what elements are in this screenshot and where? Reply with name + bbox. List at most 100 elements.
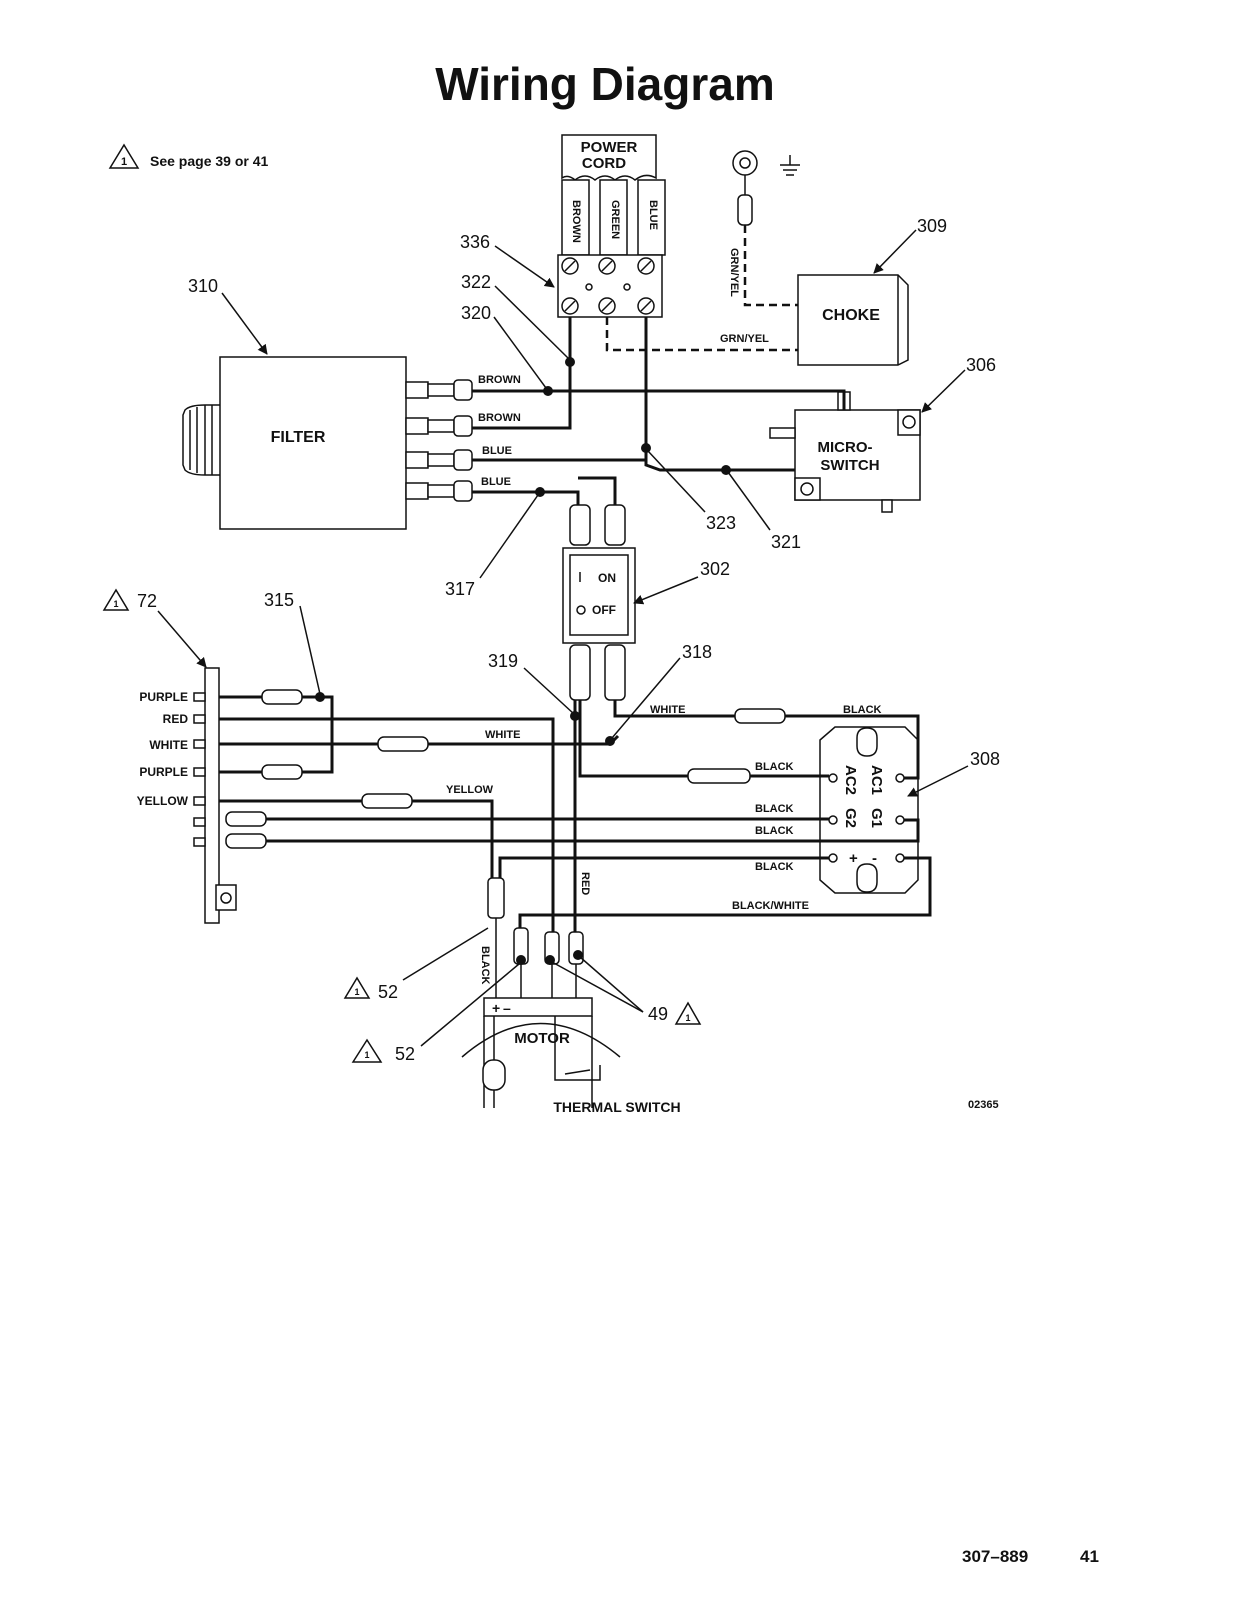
bridge-plus-label: + xyxy=(849,850,858,867)
wire-label-green-cord: GREEN xyxy=(609,200,621,239)
board-label-yellow: YELLOW xyxy=(137,794,189,808)
callout-319: 319 xyxy=(488,651,518,671)
wire-label-yellow: YELLOW xyxy=(446,784,494,796)
on-off-switch: ON OFF xyxy=(562,504,636,701)
bridge-minus-label: - xyxy=(872,850,877,867)
ring-terminal-icon xyxy=(732,150,758,176)
power-cord-label-line1: POWER xyxy=(581,139,638,156)
switch-off-label: OFF xyxy=(592,603,616,617)
warning-triangle-icon xyxy=(102,588,130,611)
micro-switch: MICRO- SWITCH xyxy=(769,391,921,513)
wire-label-blue-2: BLUE xyxy=(481,476,511,488)
callout-302: 302 xyxy=(700,559,730,579)
note: 1 See page 39 or 41 xyxy=(108,143,269,169)
screw-icon xyxy=(561,297,579,315)
warning-triangle-icon xyxy=(108,143,140,169)
micro-switch-label-line1: MICRO- xyxy=(818,439,873,456)
circuit-board: PURPLE RED WHITE PURPLE YELLOW xyxy=(137,667,237,924)
bridge-ac2-label: AC2 xyxy=(842,765,859,795)
note-text: See page 39 or 41 xyxy=(150,153,269,169)
wire-label-red: RED xyxy=(579,872,591,895)
motor-plus-label: + xyxy=(492,1000,500,1016)
wire-label-black-g2: BLACK xyxy=(755,803,794,815)
wire-label-black-top: BLACK xyxy=(843,704,882,716)
micro-switch-label-line2: SWITCH xyxy=(820,457,879,474)
callout-309: 309 xyxy=(917,216,947,236)
wire-label-black-plus: BLACK xyxy=(755,861,794,873)
svg-text:1: 1 xyxy=(685,1013,690,1023)
wire-label-brown-2: BROWN xyxy=(478,412,521,424)
doc-number: 307–889 xyxy=(962,1547,1028,1566)
callout-306: 306 xyxy=(966,355,996,375)
wire-label-white-top: WHITE xyxy=(650,704,685,716)
board-label-red: RED xyxy=(163,712,189,726)
screw-icon xyxy=(561,257,579,275)
screw-icon xyxy=(637,257,655,275)
wire-label-blue-1: BLUE xyxy=(482,445,512,457)
callout-321: 321 xyxy=(771,532,801,552)
switch-on-label: ON xyxy=(598,571,616,585)
warning-triangle-icon xyxy=(351,1038,383,1063)
warning-triangle-icon xyxy=(674,1001,702,1025)
callout-317: 317 xyxy=(445,579,475,599)
bridge-g1-label: G1 xyxy=(868,808,885,828)
motor: + – MOTOR THERMAL SWITCH xyxy=(461,927,681,1115)
callouts: 336 322 320 310 309 306 323 321 317 302 … xyxy=(102,216,1000,1064)
callout-320: 320 xyxy=(461,303,491,323)
callout-72: 72 xyxy=(137,591,157,611)
callout-52a: 52 xyxy=(378,982,398,1002)
callout-322: 322 xyxy=(461,272,491,292)
warning-triangle-icon xyxy=(343,976,371,999)
figure-id: 02365 xyxy=(968,1099,999,1111)
bridge-g2-label: G2 xyxy=(842,808,859,828)
thermal-switch-icon xyxy=(564,1069,591,1075)
power-cord-label-line2: CORD xyxy=(582,155,626,172)
lower-wires: WHITE BLACK WHITE BLACK YELLOW BLACK BLA… xyxy=(219,689,932,998)
callout-49: 49 xyxy=(648,1004,668,1024)
screw-icon xyxy=(637,297,655,315)
thermal-switch-label: THERMAL SWITCH xyxy=(553,1099,680,1115)
choke: CHOKE GRN/YEL xyxy=(605,274,909,366)
wire-label-brown-1: BROWN xyxy=(478,374,521,386)
motor-minus-label: – xyxy=(503,1000,511,1016)
screw-icon xyxy=(598,297,616,315)
screw-icon xyxy=(598,257,616,275)
motor-label: MOTOR xyxy=(514,1030,570,1047)
svg-text:1: 1 xyxy=(121,156,127,168)
wire-label-black-g1: BLACK xyxy=(755,825,794,837)
brush-icon xyxy=(482,1059,506,1091)
callout-318: 318 xyxy=(682,642,712,662)
terminal-block xyxy=(557,254,663,318)
callout-308: 308 xyxy=(970,749,1000,769)
wire-label-grn-yel-2: GRN/YEL xyxy=(720,333,769,345)
wire-label-black-vert: BLACK xyxy=(479,946,491,985)
svg-text:1: 1 xyxy=(113,599,118,609)
wire-label-grn-yel-1: GRN/YEL xyxy=(728,248,740,297)
wire-label-black-white: BLACK/WHITE xyxy=(732,900,809,912)
filter: FILTER xyxy=(182,356,473,530)
wire-label-black-ac2: BLACK xyxy=(755,761,794,773)
upper-wires: BROWN BROWN BLUE BLUE xyxy=(472,317,846,510)
board-label-purple-1: PURPLE xyxy=(139,690,188,704)
callout-leaders xyxy=(157,229,969,1047)
svg-text:1: 1 xyxy=(364,1050,369,1060)
wire-label-white-mid: WHITE xyxy=(485,729,520,741)
callout-315: 315 xyxy=(264,590,294,610)
page-number: 41 xyxy=(1080,1547,1099,1566)
bridge-rectifier: AC2 AC1 G2 G1 + - xyxy=(819,726,919,894)
ground-terminal: GRN/YEL xyxy=(728,150,800,307)
board-label-white: WHITE xyxy=(149,738,188,752)
callout-310: 310 xyxy=(188,276,218,296)
filter-label: FILTER xyxy=(271,429,326,446)
callout-323: 323 xyxy=(706,513,736,533)
wire-label-brown-cord: BROWN xyxy=(570,200,582,243)
svg-text:1: 1 xyxy=(354,987,359,997)
wire-label-blue-cord: BLUE xyxy=(647,200,659,230)
callout-336: 336 xyxy=(460,232,490,252)
callout-52b: 52 xyxy=(395,1044,415,1064)
choke-label: CHOKE xyxy=(822,307,880,324)
page-title: Wiring Diagram xyxy=(435,58,775,110)
board-label-purple-2: PURPLE xyxy=(139,765,188,779)
power-cord: POWER CORD BROWN GREEN BLUE xyxy=(561,134,666,256)
